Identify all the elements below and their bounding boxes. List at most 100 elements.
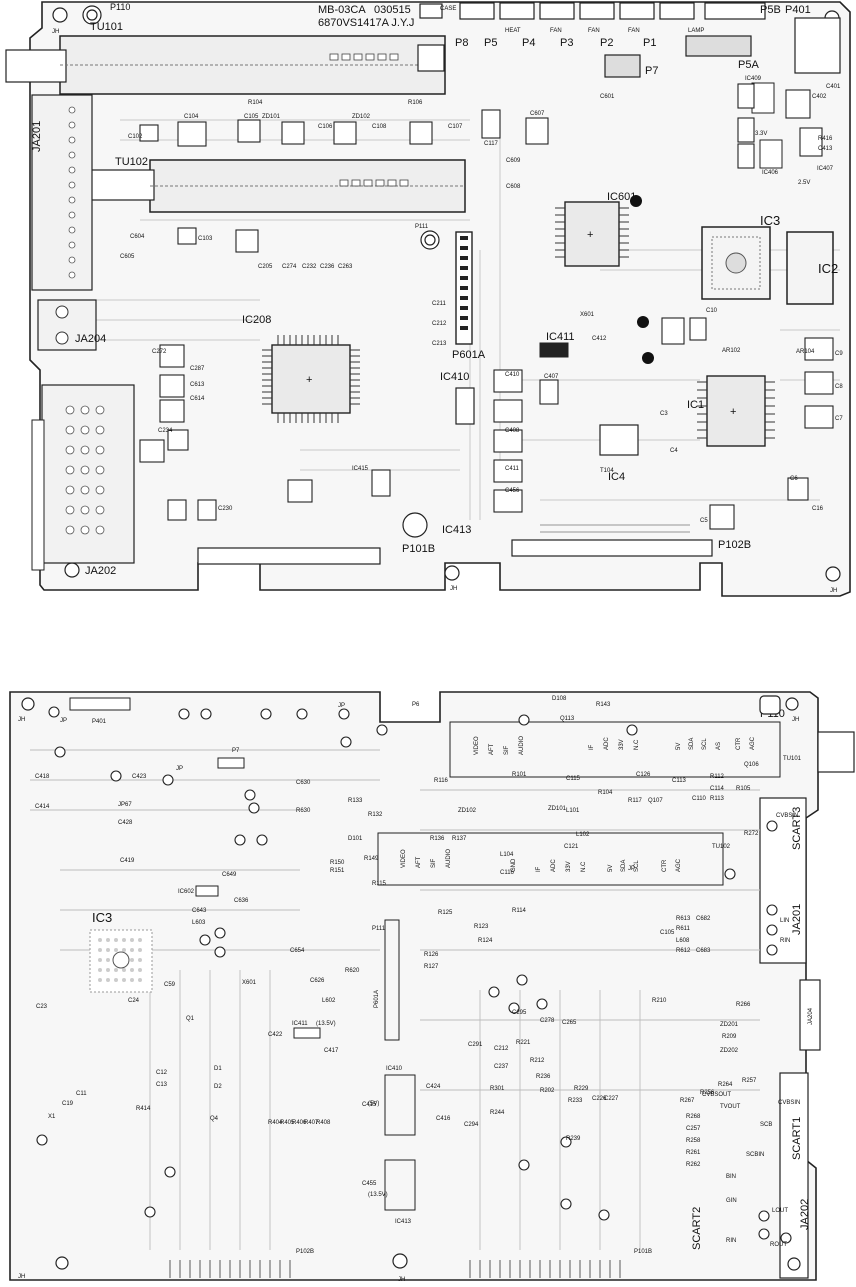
part-c613: C613 bbox=[190, 382, 205, 388]
part-c103: C103 bbox=[198, 236, 213, 242]
part-r202: R202 bbox=[540, 1088, 555, 1094]
part-c114: C114 bbox=[710, 786, 725, 792]
pin-gin: GIN bbox=[726, 1198, 737, 1204]
ic-ic413: IC413 bbox=[402, 512, 471, 538]
part-c23: C23 bbox=[36, 1004, 48, 1010]
part-r612: R612 bbox=[676, 948, 691, 954]
pin-if: IF bbox=[536, 866, 542, 872]
part-r261: R261 bbox=[686, 1150, 701, 1156]
ic-ic406-label: IC406 bbox=[762, 170, 779, 176]
part-c417: C417 bbox=[324, 1048, 339, 1054]
connector-p601a: P111 P601A bbox=[372, 919, 400, 1041]
part-c609: C609 bbox=[506, 158, 521, 164]
board-part-number: 6870VS1417A J.Y.J bbox=[318, 17, 414, 29]
part-c13: C13 bbox=[156, 1082, 168, 1088]
part-c226: C226 bbox=[592, 1096, 607, 1102]
part-c402: C402 bbox=[812, 94, 827, 100]
connector-fan-label: FAN bbox=[588, 28, 600, 34]
pin-rin: RIN bbox=[780, 938, 790, 944]
part-r136: R136 bbox=[430, 836, 445, 842]
part-r414: R414 bbox=[136, 1106, 151, 1112]
pin-agc: AGC bbox=[750, 736, 756, 750]
part-c626: C626 bbox=[310, 978, 325, 984]
pin-tvout: TVOUT bbox=[720, 1104, 741, 1110]
part-r416: R416 bbox=[818, 136, 833, 142]
pin-5v: 5V bbox=[608, 865, 614, 872]
connector-p7: P7 bbox=[217, 748, 245, 769]
connector-p401: P401 bbox=[69, 697, 131, 725]
part-zd202: ZD202 bbox=[720, 1048, 739, 1054]
part-r116: R116 bbox=[434, 778, 449, 784]
part-r239: R239 bbox=[566, 1136, 581, 1142]
part-c6: C6 bbox=[790, 476, 798, 482]
connector-p4: P4 bbox=[522, 37, 535, 49]
connector-p102b: P102B bbox=[296, 1249, 314, 1255]
pin-adc: ADC bbox=[551, 859, 557, 872]
jack-ja201-label: JA201 bbox=[31, 121, 43, 152]
pin-lout: LOUT bbox=[772, 1208, 788, 1214]
board-outline bbox=[29, 1, 851, 597]
jh-label: JH bbox=[792, 717, 799, 723]
ic-ic413-label: IC413 bbox=[442, 524, 471, 536]
connector-p601a-label: P601A bbox=[452, 349, 486, 361]
connector-p401-label: P401 bbox=[92, 719, 107, 725]
part-c608: C608 bbox=[506, 184, 521, 190]
part-c411: C411 bbox=[505, 466, 520, 472]
part-q107: Q107 bbox=[648, 798, 663, 804]
ic-ic601: + IC601 bbox=[555, 191, 636, 267]
part-c649: C649 bbox=[222, 872, 237, 878]
part-d2: D2 bbox=[214, 1084, 222, 1090]
ic-ic411: IC411 bbox=[539, 331, 575, 358]
pin-bin: BIN bbox=[726, 1174, 736, 1180]
pin-video: VIDEO bbox=[401, 849, 407, 868]
part-r104: R104 bbox=[248, 100, 263, 106]
part-c106: C106 bbox=[318, 124, 333, 130]
part-c413: C413 bbox=[818, 146, 833, 152]
part-c5: C5 bbox=[700, 518, 708, 524]
part-d1: D1 bbox=[214, 1066, 222, 1072]
jp-label: JP bbox=[338, 703, 345, 709]
part-c110: C110 bbox=[692, 796, 707, 802]
jack-ja202-label: JA202 bbox=[799, 1199, 811, 1230]
part-c117: C117 bbox=[484, 141, 499, 147]
pin-sif: SIF bbox=[431, 858, 437, 868]
ic-ic413: IC413 (13.5V) bbox=[368, 1159, 416, 1225]
part-c237: C237 bbox=[494, 1064, 509, 1070]
part-r149: R149 bbox=[364, 856, 379, 862]
part-c424: C424 bbox=[426, 1084, 441, 1090]
part-c416: C416 bbox=[436, 1116, 451, 1122]
part-r123: R123 bbox=[474, 924, 489, 930]
part-x601: X601 bbox=[242, 980, 257, 986]
connector-p6-label: P6 bbox=[412, 702, 420, 708]
connector-p7: P7 bbox=[645, 65, 658, 77]
pin-sda: SDA bbox=[689, 738, 695, 750]
jp-label: JP bbox=[628, 866, 635, 872]
ic-ic1: + IC1 bbox=[687, 375, 775, 447]
part-ar104: AR104 bbox=[796, 349, 815, 355]
part-c407: C407 bbox=[544, 374, 559, 380]
connector-fan-label: FAN bbox=[628, 28, 640, 34]
pin-scbin: SCBIN bbox=[746, 1152, 764, 1158]
part-c428: C428 bbox=[118, 820, 133, 826]
part-c295: C295 bbox=[512, 1010, 527, 1016]
jack-ja202-label: JA202 bbox=[85, 565, 116, 577]
part-c24: C24 bbox=[128, 998, 140, 1004]
ic-ic411-label: IC411 bbox=[292, 1021, 308, 1027]
connector-p2: P2 bbox=[600, 37, 613, 49]
capacitor-labels: C104 C102 C103 C604 C605 C105 C106 C108 … bbox=[120, 84, 843, 524]
part-ar102: AR102 bbox=[722, 348, 741, 354]
scart3-label: SCART3 bbox=[791, 807, 803, 850]
part-c294: C294 bbox=[464, 1122, 479, 1128]
part-r127: R127 bbox=[424, 964, 439, 970]
ic-ic410-voltage: (5V) bbox=[368, 1101, 379, 1107]
part-c287: C287 bbox=[190, 366, 205, 372]
tuner-tu101-label: TU101 bbox=[783, 756, 802, 762]
part-r262: R262 bbox=[686, 1162, 701, 1168]
part-c205: C205 bbox=[258, 264, 273, 270]
pin-ctr: CTR bbox=[662, 859, 668, 872]
jp-label: JP bbox=[176, 766, 183, 772]
part-c115: C115 bbox=[566, 776, 581, 782]
pin-cvbsin: CVBSIN bbox=[776, 813, 798, 819]
part-r272: R272 bbox=[744, 831, 759, 837]
part-c419: C419 bbox=[120, 858, 135, 864]
